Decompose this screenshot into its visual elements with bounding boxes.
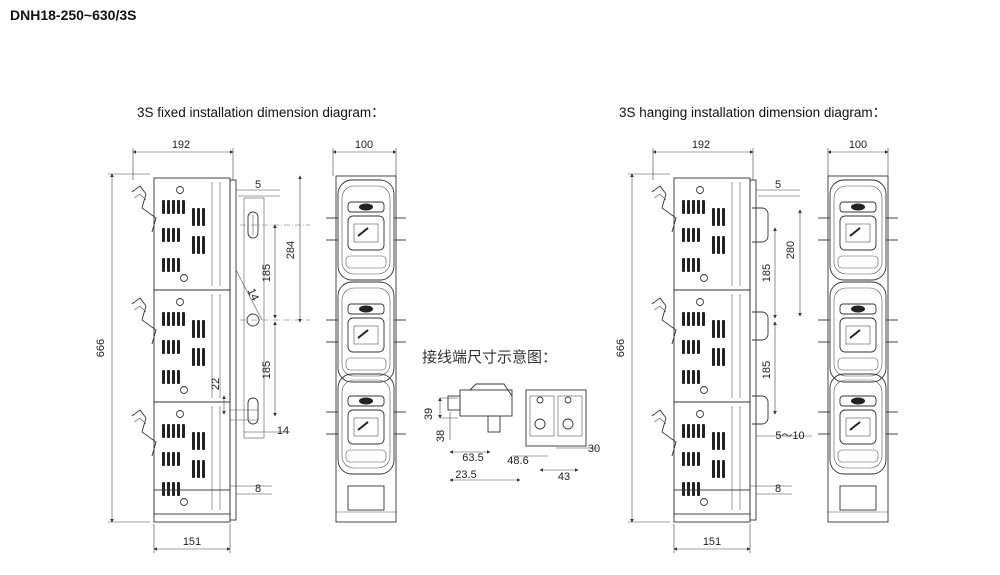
fixed-front-view: 100 (325, 139, 407, 523)
terminal-dim-39: 39 (423, 408, 435, 420)
fixed-front-width-100: 100 (355, 139, 373, 151)
hanging-offset-5: 5 (775, 179, 781, 191)
hanging-width-192: 192 (692, 139, 710, 151)
fixed-width-151: 151 (183, 536, 201, 548)
hanging-front-width-100: 100 (849, 139, 867, 151)
fixed-side-view (131, 177, 310, 523)
fixed-height-666: 666 (95, 339, 107, 357)
fixed-offset-5: 5 (255, 179, 261, 191)
fixed-installation-caption: 3S fixed installation dimension diagram： (137, 105, 385, 120)
fixed-width-192: 192 (172, 139, 190, 151)
hanging-installation-caption: 3S hanging installation dimension diagra… (619, 105, 887, 120)
terminal-dim-43: 43 (558, 471, 570, 483)
terminal-dim-38: 38 (435, 430, 447, 442)
model-title: DNH18-250~630/3S (10, 7, 137, 23)
hanging-pitch-185-b: 185 (761, 361, 773, 379)
fixed-dim-22: 22 (210, 378, 222, 390)
hanging-gap-5-10: 5～10 (775, 430, 804, 442)
hanging-dimensions: 192 666 151 5 280 185 185 5～10 8 (615, 139, 812, 553)
hanging-pitch-185-a: 185 (761, 264, 773, 282)
hanging-front-view: 100 (817, 139, 899, 523)
hanging-width-151: 151 (703, 536, 721, 548)
fixed-height-284: 284 (285, 241, 297, 259)
terminal-detail: 39 38 63.5 23.5 48.6 30 43 (423, 383, 600, 483)
terminal-dim-30: 30 (588, 443, 600, 455)
terminal-dim-48-6: 48.6 (507, 455, 528, 467)
fixed-bolt-14: 14 (245, 287, 261, 303)
fixed-dimensions: 192 666 151 5 284 185 185 14 22 14 8 (95, 139, 302, 553)
fixed-pitch-185-a: 185 (261, 264, 273, 282)
hanging-dim-8: 8 (775, 483, 781, 495)
fixed-dim-14: 14 (277, 425, 289, 437)
hanging-side-view (651, 177, 769, 523)
hanging-height-280: 280 (785, 241, 797, 259)
terminal-dim-23-5: 23.5 (455, 469, 476, 481)
fixed-pitch-185-b: 185 (261, 361, 273, 379)
fixed-dim-8: 8 (255, 483, 261, 495)
terminal-dim-63-5: 63.5 (462, 452, 483, 464)
hanging-height-666: 666 (615, 339, 627, 357)
terminal-dimension-caption: 接线端尺寸示意图： (422, 349, 558, 366)
